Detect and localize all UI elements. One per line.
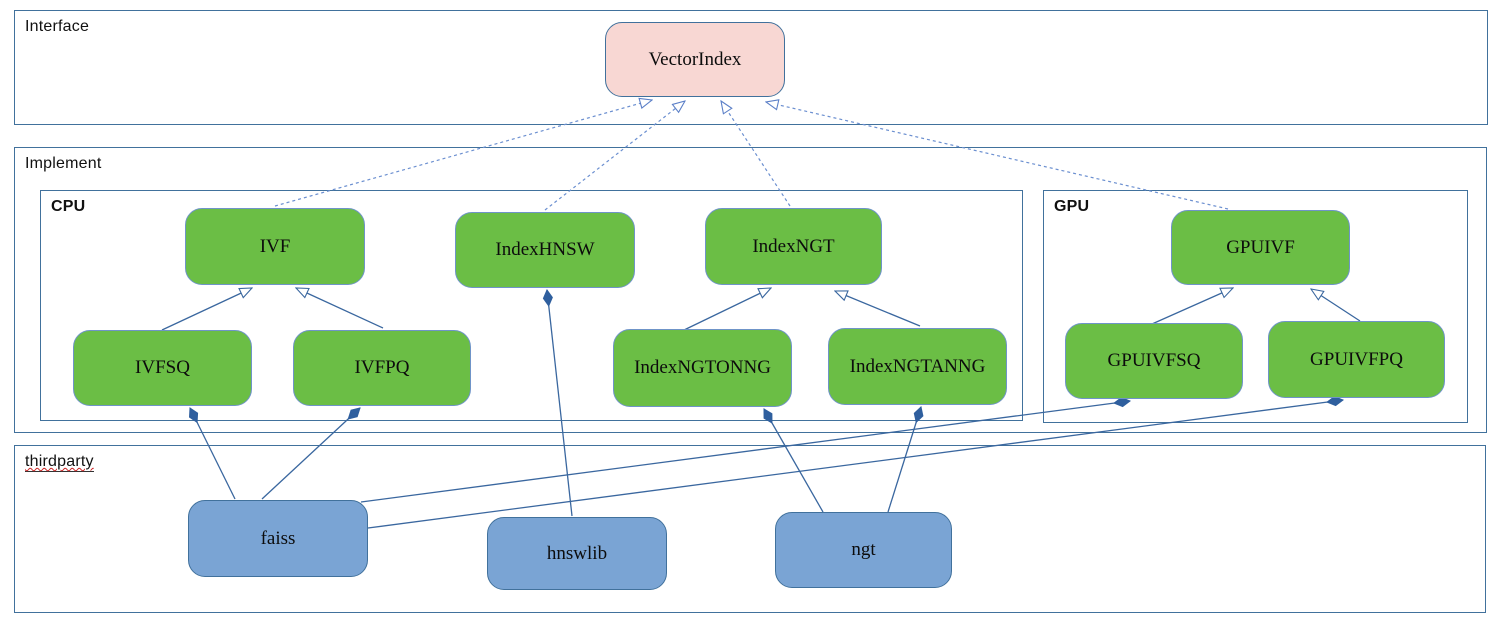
node-indexngt[interactable]: IndexNGT — [705, 208, 882, 285]
node-hnswlib[interactable]: hnswlib — [487, 517, 667, 590]
node-gpuivfpq-label: GPUIVFPQ — [1310, 348, 1403, 370]
node-ivfpq[interactable]: IVFPQ — [293, 330, 471, 406]
node-indexngtanng[interactable]: IndexNGTANNG — [828, 328, 1007, 405]
node-ngt[interactable]: ngt — [775, 512, 952, 588]
node-vectorindex[interactable]: VectorIndex — [605, 22, 785, 97]
node-ivfpq-label: IVFPQ — [354, 357, 410, 378]
node-indexhnsw[interactable]: IndexHNSW — [455, 212, 635, 288]
node-hnswlib-label: hnswlib — [546, 542, 608, 564]
node-indexhnsw-label: IndexHNSW — [495, 239, 595, 260]
node-gpuivfsq-label: GPUIVFSQ — [1107, 350, 1201, 371]
node-faiss[interactable]: faiss — [188, 500, 368, 577]
node-faiss-label: faiss — [260, 527, 296, 549]
node-indexngtanng-label: IndexNGTANNG — [849, 355, 986, 377]
container-cpu-label: CPU — [51, 198, 86, 215]
node-ngt-label: ngt — [851, 539, 876, 560]
node-indexngtonng[interactable]: IndexNGTONNG — [613, 329, 792, 407]
container-implement-label: Implement — [25, 155, 102, 172]
node-gpuivfsq[interactable]: GPUIVFSQ — [1065, 323, 1243, 399]
node-ivf-label: IVF — [259, 235, 291, 257]
container-thirdparty-label: thirdparty — [25, 453, 94, 472]
node-gpuivfpq[interactable]: GPUIVFPQ — [1268, 321, 1445, 398]
node-vectorindex-label: VectorIndex — [648, 48, 742, 70]
container-gpu-label: GPU — [1054, 198, 1090, 215]
node-ivf[interactable]: IVF — [185, 208, 365, 285]
node-gpuivf[interactable]: GPUIVF — [1171, 210, 1350, 285]
node-ivfsq-label: IVFSQ — [135, 357, 190, 378]
container-interface-label: Interface — [25, 18, 90, 35]
node-ivfsq[interactable]: IVFSQ — [73, 330, 252, 406]
node-indexngt-label: IndexNGT — [752, 235, 835, 257]
node-gpuivf-label: GPUIVF — [1226, 236, 1295, 258]
node-indexngtonng-label: IndexNGTONNG — [634, 357, 771, 378]
